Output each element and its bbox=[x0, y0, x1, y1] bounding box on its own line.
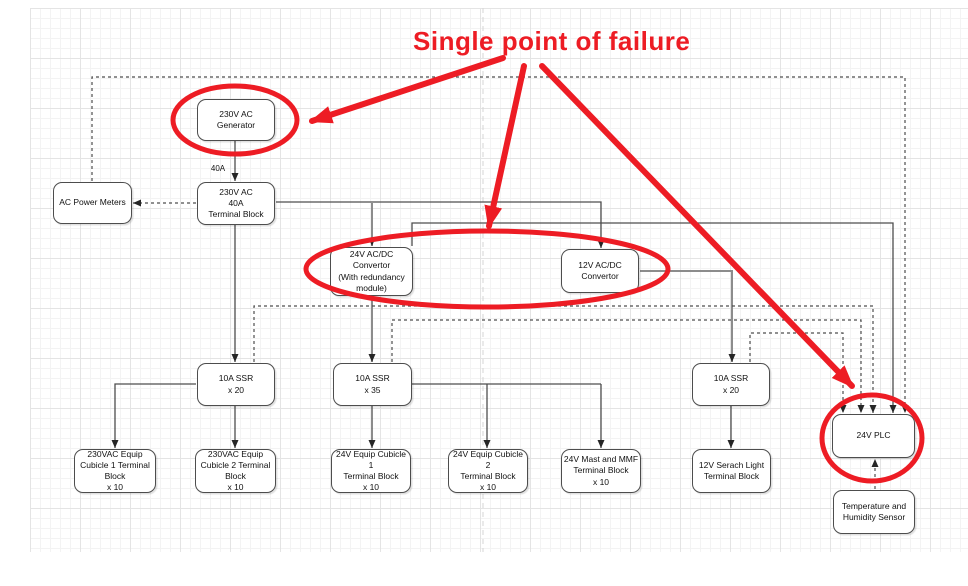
node-24v-plc[interactable]: 24V PLC bbox=[832, 414, 915, 458]
node-ssr-24v[interactable]: 10A SSR x 35 bbox=[333, 363, 412, 406]
node-24v-mast-mmf-tb[interactable]: 24V Mast and MMF Terminal Block x 10 bbox=[561, 449, 641, 493]
node-230v-terminal-block[interactable]: 230V AC 40A Terminal Block bbox=[197, 182, 275, 225]
node-12v-acdc-convertor[interactable]: 12V AC/DC Convertor bbox=[561, 249, 639, 293]
node-24v-acdc-convertor[interactable]: 24V AC/DC Convertor (With redundancy mod… bbox=[330, 247, 413, 296]
node-12v-searchlight-tb[interactable]: 12V Serach Light Terminal Block bbox=[692, 449, 771, 493]
node-24v-cubicle1-tb[interactable]: 24V Equip Cubicle 1 Terminal Block x 10 bbox=[331, 449, 411, 493]
node-temp-humidity-sensor[interactable]: Temperature and Humidity Sensor bbox=[833, 490, 915, 534]
node-ac-power-meters[interactable]: AC Power Meters bbox=[53, 182, 132, 224]
spof-title[interactable]: Single point of failure bbox=[413, 26, 691, 56]
node-230v-ac-generator[interactable]: 230V AC Generator bbox=[197, 99, 275, 141]
node-230vac-cubicle2-tb[interactable]: 230VAC Equip Cubicle 2 Terminal Block x … bbox=[195, 449, 276, 493]
node-230vac-cubicle1-tb[interactable]: 230VAC Equip Cubicle 1 Terminal Block x … bbox=[74, 449, 156, 493]
node-ssr-12v[interactable]: 10A SSR x 20 bbox=[692, 363, 770, 406]
node-24v-cubicle2-tb[interactable]: 24V Equip Cubicle 2 Terminal Block x 10 bbox=[448, 449, 528, 493]
edge-label-40a: 40A bbox=[210, 164, 226, 173]
node-ssr-230vac[interactable]: 10A SSR x 20 bbox=[197, 363, 275, 406]
